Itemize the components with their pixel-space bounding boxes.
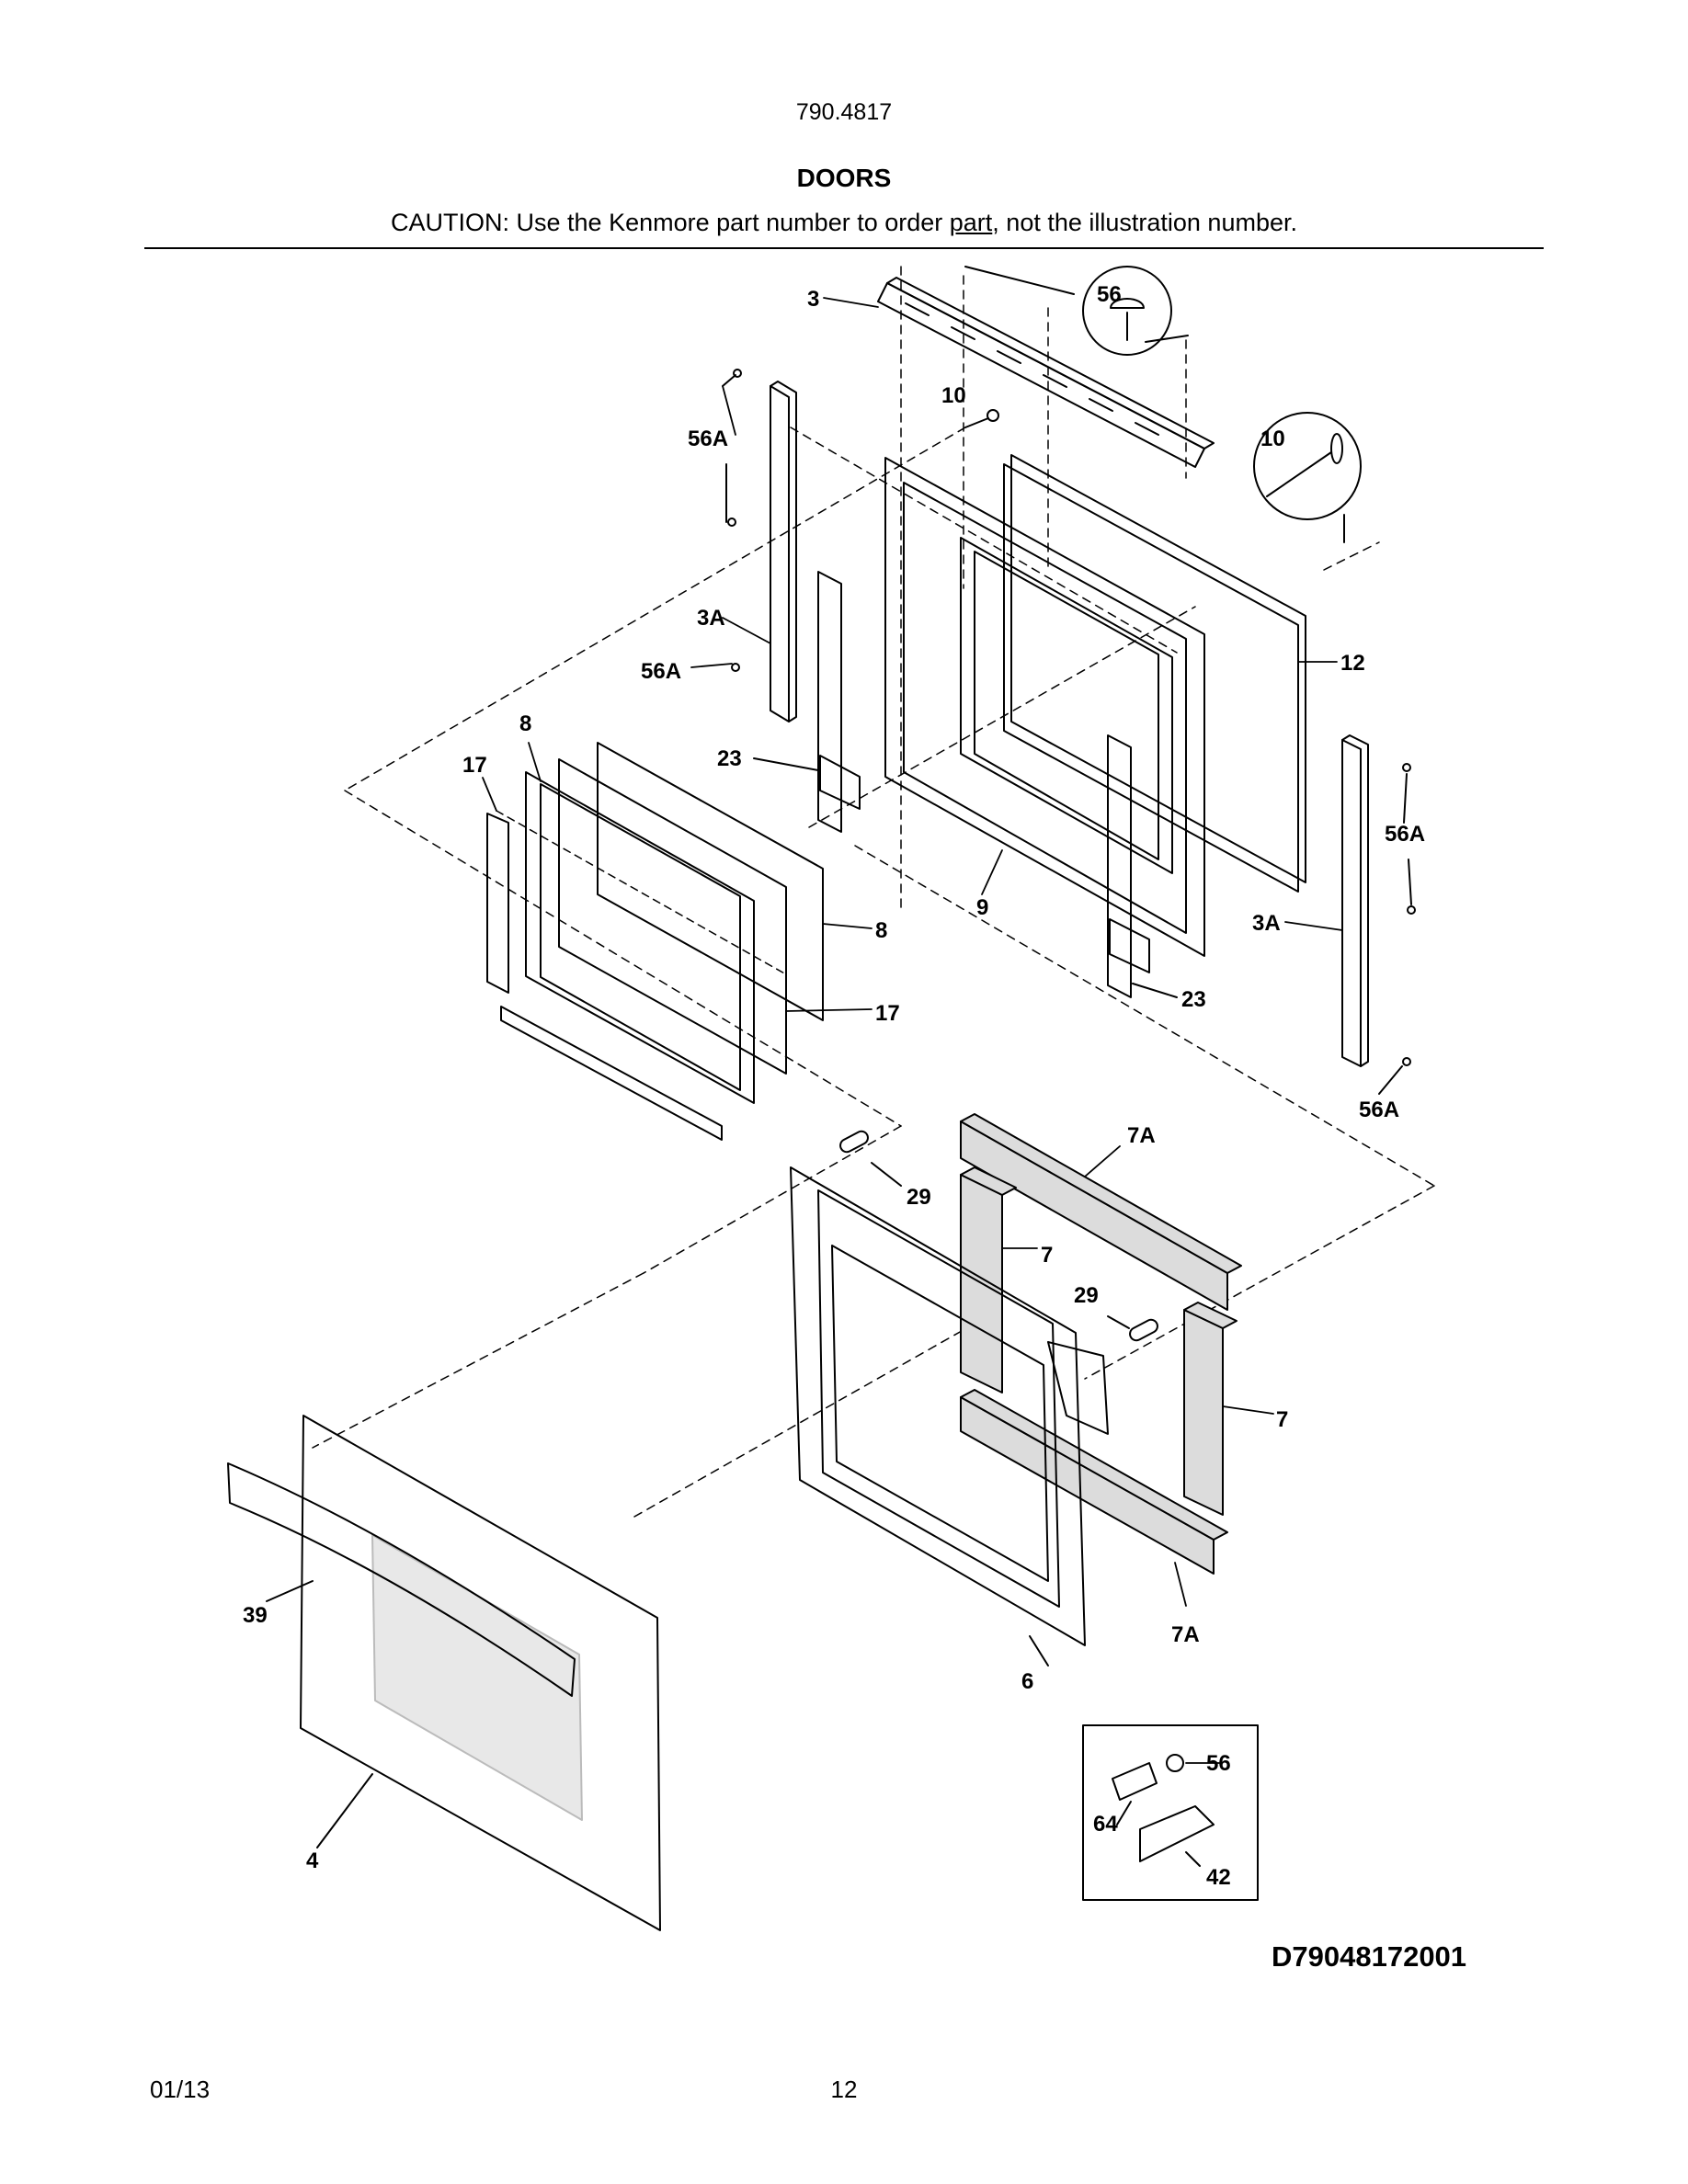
callout-10-zoom: 10	[1260, 427, 1285, 451]
callout-labels: 3 56 10 56A 10 3A 56A 12 8 17 23 56A 9 8…	[243, 282, 1425, 1890]
callout-12: 12	[1340, 651, 1365, 676]
header-rule	[144, 247, 1544, 249]
part-3a-right-rail	[1341, 734, 1369, 1067]
model-number: 790.4817	[795, 99, 893, 125]
callout-3a-right: 3A	[1252, 911, 1281, 936]
part-7a-top-insulation	[960, 1113, 1242, 1311]
section-title: DOORS	[796, 164, 892, 192]
callout-9: 9	[976, 895, 988, 920]
callout-56-inset: 56	[1206, 1751, 1231, 1776]
callout-7-right: 7	[1276, 1407, 1288, 1432]
caution-note: CAUTION: Use the Kenmore part number to …	[0, 209, 1688, 237]
callout-56a-upper-left: 56A	[688, 427, 728, 451]
callout-42: 42	[1206, 1865, 1231, 1890]
part-4-outer-door	[300, 1415, 661, 1931]
callout-64: 64	[1093, 1812, 1118, 1837]
callout-56a-left-mid: 56A	[641, 659, 681, 684]
callout-8-right: 8	[875, 918, 887, 943]
inset-box-parts	[1082, 1724, 1259, 1901]
part-10-bolt	[964, 409, 999, 428]
callout-29-top: 29	[907, 1185, 931, 1210]
part-8-17-glass-pack	[486, 742, 824, 1141]
callout-8-top: 8	[519, 711, 531, 736]
callout-29-mid: 29	[1074, 1283, 1099, 1308]
page-number: 12	[830, 2076, 858, 2103]
callout-7a-top: 7A	[1127, 1123, 1156, 1148]
callout-39: 39	[243, 1603, 268, 1628]
callout-56a-right-top: 56A	[1385, 822, 1425, 847]
leader-lines	[482, 297, 1343, 1764]
callout-3a-left: 3A	[697, 606, 725, 631]
callout-7a-bottom: 7A	[1171, 1622, 1200, 1647]
dashed-guide-lines	[312, 266, 1435, 1518]
callout-17-right: 17	[875, 1001, 900, 1026]
part-23-right-hinge	[1107, 734, 1178, 998]
part-10-bolt-zoom	[1253, 412, 1362, 543]
callout-3: 3	[807, 287, 819, 312]
part-3-vent-trim	[877, 277, 1215, 468]
part-23-left-hinge	[753, 571, 861, 833]
part-12-back-frame	[1003, 454, 1306, 893]
footer-date: 01/13	[150, 2076, 211, 2103]
callout-10-top: 10	[941, 383, 966, 408]
callout-56-top: 56	[1097, 282, 1122, 307]
callout-7-mid: 7	[1041, 1243, 1053, 1268]
part-56a-right-screws	[1378, 763, 1416, 1095]
part-7a-bottom-insulation	[960, 1389, 1228, 1575]
callout-23-left: 23	[717, 746, 742, 771]
part-29-pins	[839, 1130, 1158, 1342]
part-39-handle	[227, 1462, 576, 1697]
part-6-door-liner	[790, 1166, 1109, 1666]
part-9-inner-door-frame	[884, 457, 1205, 957]
diagram-id: D79048172001	[1272, 1940, 1467, 1973]
caution-prefix: CAUTION: Use the Kenmore part number to …	[391, 209, 950, 236]
caution-underlined-word: part	[949, 209, 993, 236]
part-7-left-insulation	[960, 1166, 1017, 1393]
caution-suffix: , not the illustration number.	[992, 209, 1297, 236]
callout-17-left: 17	[462, 753, 487, 778]
callout-56a-right-bottom: 56A	[1359, 1098, 1399, 1122]
callout-4: 4	[306, 1848, 319, 1873]
part-7-right-insulation	[1183, 1302, 1237, 1516]
callout-23-right: 23	[1181, 987, 1206, 1012]
callout-6: 6	[1021, 1669, 1033, 1694]
part-3a-left-rail	[770, 381, 797, 722]
part-56-screw-zoom	[964, 266, 1189, 356]
part-56a-left-screws	[722, 369, 742, 672]
